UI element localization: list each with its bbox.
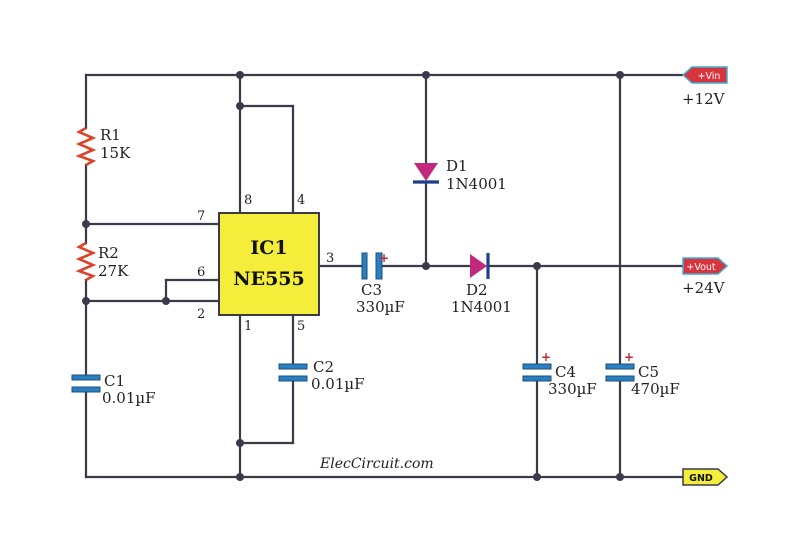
diode-d2: D2 1N4001	[451, 253, 512, 316]
c3-polarity: +	[379, 251, 389, 265]
junction-node	[162, 297, 170, 305]
junction-node	[236, 473, 244, 481]
junction-node	[422, 262, 430, 270]
r2-value: 27K	[98, 262, 129, 280]
ic1-part: NE555	[233, 268, 305, 290]
c5-value: 470µF	[631, 380, 680, 398]
c4-polarity: +	[541, 350, 551, 364]
junction-node	[82, 297, 90, 305]
c1-name: C1	[104, 372, 125, 390]
vout-terminal: +Vout +24V	[682, 257, 729, 297]
ic1-ne555: IC1 NE555 8 4 7 6 2 1 5 3	[197, 193, 334, 334]
gnd-terminal: GND	[682, 468, 729, 486]
capacitor-c1: C1 0.01µF	[71, 372, 156, 407]
junction-node	[616, 473, 624, 481]
pin-2-label: 2	[197, 307, 205, 322]
pin-6-label: 6	[197, 265, 205, 280]
pin-5-label: 5	[297, 319, 305, 334]
d1-name: D1	[446, 157, 468, 175]
c4-value: 330µF	[548, 380, 597, 398]
junction-node	[533, 473, 541, 481]
d1-value: 1N4001	[446, 175, 507, 193]
ic1-name: IC1	[250, 237, 287, 259]
pin-4-label: 4	[297, 193, 305, 208]
junction-node	[616, 71, 624, 79]
c5-polarity: +	[624, 350, 634, 364]
junction-node	[236, 71, 244, 79]
junction-node	[236, 102, 244, 110]
junction-node	[236, 439, 244, 447]
vin-voltage: +12V	[682, 90, 726, 108]
r1-value: 15K	[100, 144, 131, 162]
capacitor-c3: + C3 330µF	[356, 251, 405, 316]
r1-name: R1	[100, 126, 121, 144]
capacitor-c2: C2 0.01µF	[278, 358, 365, 393]
pin-1-label: 1	[244, 319, 252, 334]
r2-name: R2	[98, 244, 119, 262]
pin-3-label: 3	[326, 251, 334, 266]
d2-value: 1N4001	[451, 298, 512, 316]
capacitor-c4: + C4 330µF	[522, 350, 597, 398]
junction-node	[82, 220, 90, 228]
watermark: ElecCircuit.com	[319, 456, 434, 472]
c2-value: 0.01µF	[311, 375, 365, 393]
resistor-r2: R2 27K	[75, 241, 129, 282]
vin-terminal: +Vin +12V	[681, 66, 728, 108]
vout-voltage: +24V	[682, 279, 726, 297]
junction-nodes	[82, 71, 624, 481]
diode-d1: D1 1N4001	[413, 157, 507, 193]
junction-node	[533, 262, 541, 270]
c5-name: C5	[638, 363, 659, 381]
junction-node	[422, 71, 430, 79]
c2-name: C2	[313, 358, 334, 376]
c3-name: C3	[361, 281, 382, 299]
resistor-r1: R1 15K	[75, 126, 131, 167]
vout-label: +Vout	[686, 262, 716, 273]
gnd-label: GND	[689, 473, 713, 484]
wires	[84, 73, 685, 479]
d2-name: D2	[466, 281, 488, 299]
vin-label: +Vin	[698, 71, 721, 82]
pin-8-label: 8	[244, 193, 252, 208]
capacitor-c5: + C5 470µF	[605, 350, 680, 398]
pin-7-label: 7	[197, 209, 205, 224]
c1-value: 0.01µF	[102, 389, 156, 407]
c4-name: C4	[555, 363, 576, 381]
c3-value: 330µF	[356, 298, 405, 316]
